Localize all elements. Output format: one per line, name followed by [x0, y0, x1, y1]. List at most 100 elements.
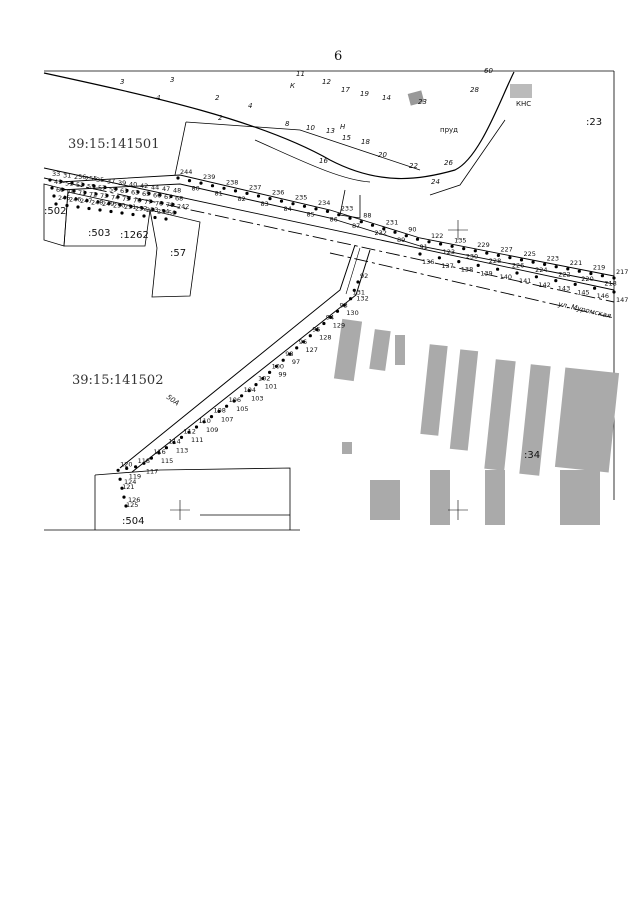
- survey-point-label: 131: [353, 289, 365, 297]
- upper-number-label: 26: [444, 159, 453, 167]
- upper-number-label: 2: [215, 94, 220, 102]
- survey-point-marker: [142, 461, 146, 465]
- survey-point-marker: [210, 184, 215, 188]
- survey-point-label: 251: [124, 203, 136, 211]
- street-corridor: [43, 167, 615, 319]
- survey-point-marker: [217, 409, 221, 413]
- survey-point-marker: [164, 217, 168, 221]
- survey-point-marker: [329, 315, 333, 319]
- survey-point-marker: [457, 260, 461, 264]
- survey-point-label: 222: [558, 271, 570, 279]
- parcel-503: :503: [88, 228, 110, 239]
- survey-point-marker: [118, 477, 122, 481]
- survey-point-marker: [308, 334, 312, 338]
- survey-point-label: 68: [175, 195, 183, 203]
- survey-point-label: 86: [330, 215, 338, 223]
- survey-point-label: 37: [107, 178, 115, 186]
- survey-point-label: 146: [597, 292, 609, 300]
- survey-point-label: 140: [500, 273, 512, 281]
- survey-point-label: 44: [151, 184, 159, 192]
- survey-point-label: 50: [168, 209, 176, 217]
- survey-point-marker: [153, 215, 157, 220]
- survey-point-label: 33: [52, 170, 60, 178]
- survey-point-marker: [176, 176, 180, 180]
- river-bank: [43, 71, 515, 180]
- upper-number-label: 23: [418, 98, 427, 106]
- survey-point-label: 31: [63, 172, 71, 180]
- survey-point-marker: [233, 189, 238, 193]
- kns-label: КНС: [516, 100, 531, 108]
- survey-point-label: 88: [363, 212, 371, 220]
- survey-point-marker: [109, 209, 113, 214]
- survey-point-marker: [160, 201, 164, 205]
- survey-point-label: 103: [251, 395, 263, 403]
- survey-point-label: 84: [284, 205, 292, 213]
- survey-point-marker: [199, 181, 203, 185]
- survey-point-marker: [59, 179, 63, 184]
- survey-point-label: 98: [285, 350, 293, 358]
- parcel-1262: :1262: [120, 230, 149, 241]
- building-top-2: [510, 84, 532, 98]
- survey-point-marker: [131, 212, 135, 217]
- survey-point-label: 115: [161, 457, 173, 465]
- survey-point-marker: [325, 209, 330, 213]
- survey-point-marker: [315, 328, 319, 332]
- survey-point-marker: [566, 267, 570, 271]
- survey-point-marker: [63, 195, 67, 200]
- survey-point-label: 127: [306, 346, 318, 354]
- upper-number-label: 14: [382, 94, 391, 102]
- survey-point-label: 244: [180, 168, 192, 176]
- survey-point-marker: [116, 468, 120, 472]
- survey-point-marker: [127, 196, 131, 201]
- survey-point-marker: [335, 309, 340, 313]
- survey-point-marker: [301, 340, 306, 344]
- survey-point-marker: [125, 188, 129, 193]
- survey-point-label: 141: [519, 277, 531, 285]
- survey-point-label: 99: [278, 370, 286, 378]
- survey-point-label: 145: [577, 288, 589, 296]
- survey-point-marker: [254, 383, 258, 387]
- upper-number-label: 18: [361, 138, 370, 146]
- survey-point-label: 39: [118, 179, 126, 187]
- survey-point-label: 114: [168, 438, 180, 446]
- survey-point-marker: [116, 195, 120, 199]
- route-lines: [59, 174, 615, 285]
- building-top: [407, 90, 425, 106]
- survey-point-label: 220: [581, 275, 593, 283]
- survey-point-marker: [222, 186, 226, 190]
- survey-point-label: 71: [78, 189, 86, 197]
- survey-point-marker: [149, 456, 153, 460]
- survey-point-label: 102: [258, 375, 270, 383]
- survey-point-marker: [70, 181, 74, 185]
- survey-point-marker: [476, 263, 480, 267]
- survey-point-marker: [543, 262, 547, 266]
- survey-point-label: 224: [535, 266, 547, 274]
- survey-point-label: 129: [333, 321, 345, 329]
- survey-point-label: 110: [199, 417, 211, 425]
- survey-point-label: 235: [295, 194, 307, 202]
- survey-point-label: 143: [558, 285, 570, 293]
- survey-point-marker: [142, 214, 146, 218]
- river-bank-inner: [254, 139, 371, 183]
- survey-point-label: 85: [307, 210, 315, 218]
- survey-point-marker: [473, 249, 477, 253]
- survey-point-label: 95: [312, 326, 320, 334]
- survey-point-label: 237: [249, 183, 261, 191]
- survey-point-marker: [281, 358, 285, 362]
- upper-number-label: 19: [360, 90, 369, 98]
- west-parcels: [43, 183, 201, 298]
- survey-point-marker: [172, 440, 176, 445]
- survey-point-label: 63: [131, 189, 139, 197]
- survey-point-label: 107: [221, 415, 233, 423]
- survey-point-marker: [74, 197, 78, 201]
- survey-point-marker: [247, 389, 251, 393]
- survey-point-marker: [515, 271, 519, 275]
- survey-point-marker: [118, 203, 122, 207]
- survey-point-marker: [450, 244, 454, 248]
- survey-point-marker: [593, 286, 597, 290]
- survey-point-label: 245: [58, 194, 70, 202]
- survey-point-label: 70: [67, 188, 75, 196]
- survey-point-label: 82: [238, 195, 246, 203]
